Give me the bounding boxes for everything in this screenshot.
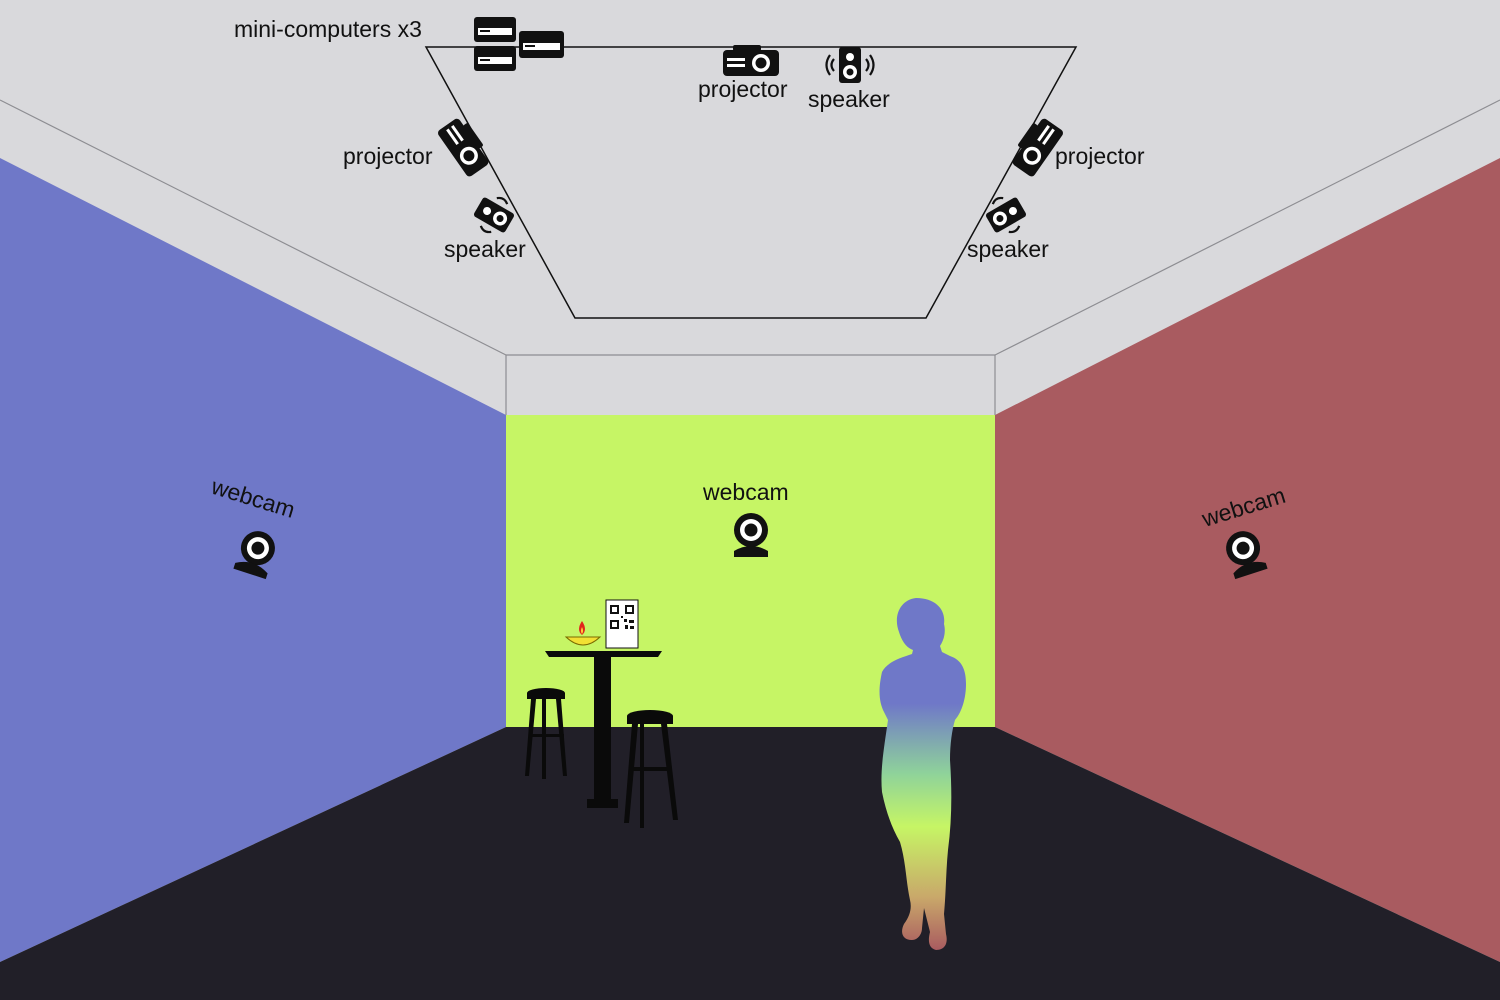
bar-stool-icon — [525, 688, 567, 779]
speaker-icon — [825, 47, 875, 83]
candle-icon — [564, 621, 602, 646]
ceiling-edges — [0, 99, 1500, 415]
mini-computers-label: mini-computers x3 — [234, 16, 422, 42]
webcam-center-label: webcam — [702, 479, 789, 505]
qr-code-icon — [605, 599, 639, 649]
webcam-icon — [1226, 531, 1268, 580]
webcam-icon — [734, 513, 768, 557]
speaker-icon — [986, 196, 1026, 234]
speaker-left-label: speaker — [444, 236, 526, 262]
webcam-icon — [233, 531, 275, 580]
mini-computer-icon — [474, 17, 516, 42]
projector-icon — [1012, 118, 1063, 177]
projector-right-label: projector — [1055, 143, 1145, 169]
speaker-icon — [474, 196, 514, 234]
mini-computer-icon — [519, 31, 564, 58]
ceiling-truss — [424, 46, 1078, 319]
projector-center-label: projector — [698, 76, 788, 102]
projector-left-label: projector — [343, 143, 433, 169]
mini-computer-icon — [474, 46, 516, 71]
projector-icon — [438, 118, 489, 177]
speaker-right-label: speaker — [967, 236, 1049, 262]
bar-stool-icon — [624, 710, 678, 828]
person-silhouette-icon — [879, 598, 966, 950]
floor — [0, 727, 1500, 1000]
table-icon — [545, 651, 662, 808]
speaker-center-label: speaker — [808, 86, 890, 112]
projector-icon — [723, 45, 779, 76]
